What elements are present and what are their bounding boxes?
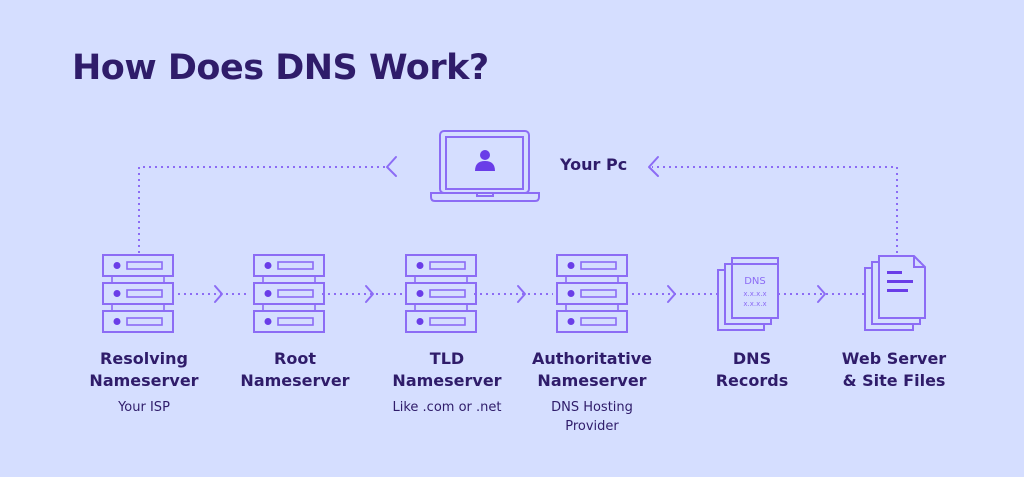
node-title-line2: Nameserver	[240, 371, 350, 390]
server-stack-icon	[253, 254, 325, 333]
arrow-right-icon	[667, 285, 676, 303]
document-stack-icon	[864, 255, 926, 331]
arrow-right-icon	[517, 285, 526, 303]
node-title-line2: Nameserver	[392, 371, 502, 390]
page-title: How Does DNS Work?	[72, 48, 489, 88]
dns-icon-line1: x.x.x.x	[743, 290, 766, 298]
node-title-line1: Root	[274, 349, 316, 368]
dns-records-icon: DNS x.x.x.x x.x.x.x	[717, 257, 779, 331]
server-stack-icon	[102, 254, 174, 333]
dns-icon-line2: x.x.x.x	[743, 300, 766, 308]
node-title-line2: & Site Files	[842, 371, 946, 390]
node-title-line2: Nameserver	[89, 371, 199, 390]
node-title-line1: Web Server	[841, 349, 947, 368]
arrow-right-icon	[214, 285, 223, 303]
return-path-left	[138, 166, 385, 253]
your-pc-label: Your Pc	[560, 155, 628, 174]
node-title-line1: Resolving	[100, 349, 188, 368]
node-title: Web Server & Site Files	[809, 348, 979, 392]
laptop-user-icon	[430, 130, 540, 202]
node-title: TLD Nameserver	[362, 348, 532, 392]
node-subtitle-line1: DNS Hosting	[551, 400, 633, 415]
node-subtitle: Like .com or .net	[392, 400, 502, 415]
node-title-line2: Nameserver	[537, 371, 647, 390]
node-title: DNS Records	[667, 348, 837, 392]
node-title-line2: Records	[715, 371, 789, 390]
node-title-line1: Authoritative	[531, 349, 653, 368]
node-title-line1: TLD	[429, 349, 465, 368]
node-title-line1: DNS	[732, 349, 772, 368]
arrow-left-icon	[648, 156, 659, 177]
arrow-left-icon	[386, 156, 397, 177]
dns-icon-heading: DNS	[744, 276, 766, 287]
arrow-right-icon	[817, 285, 826, 303]
return-path-right	[652, 166, 898, 253]
arrow-right-icon	[365, 285, 374, 303]
server-stack-icon	[405, 254, 477, 333]
node-subtitle-line2: Provider	[565, 419, 619, 434]
node-subtitle: Your ISP	[118, 400, 170, 415]
server-stack-icon	[556, 254, 628, 333]
